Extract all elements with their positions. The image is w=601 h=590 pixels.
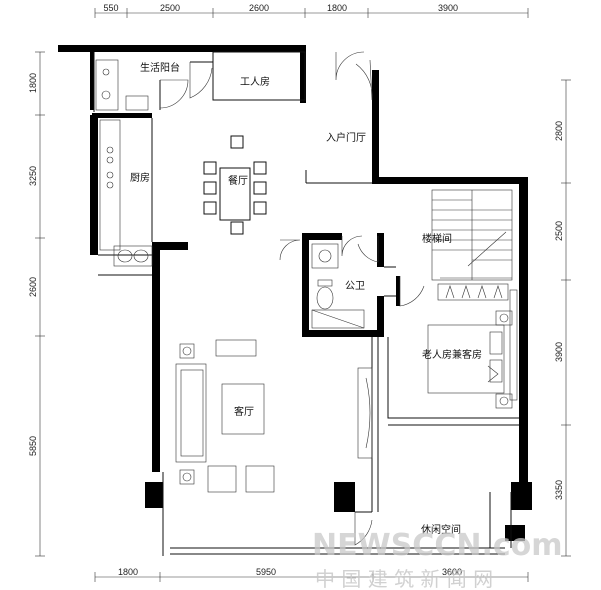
watermark-chinese: 中 国 建 筑 新 闻 网 <box>315 567 493 590</box>
dim-top-5: 3900 <box>438 3 458 13</box>
room-label-dining: 餐厅 <box>228 174 248 187</box>
dim-left-1: 1800 <box>28 73 38 93</box>
dim-right-4: 3350 <box>554 480 564 500</box>
dim-top-3: 2600 <box>249 3 269 13</box>
room-labels: 生活阳台 工人房 入户门厅 厨房 餐厅 楼梯间 公卫 老人房兼客房 客厅 休闲空… <box>130 61 482 536</box>
room-label-living-room: 客厅 <box>234 405 254 418</box>
living-room-furniture <box>175 339 373 493</box>
dim-right-1: 2800 <box>554 121 564 141</box>
dim-top-1: 550 <box>103 3 118 13</box>
dim-left-2: 3250 <box>28 166 38 186</box>
kitchen-fixtures <box>99 119 153 267</box>
dim-bottom-2: 5950 <box>256 567 276 577</box>
bottom-dimension-labels: 1800 5950 3600 <box>118 567 462 577</box>
doors <box>159 51 518 546</box>
room-label-stairwell: 楼梯间 <box>422 232 452 245</box>
room-label-worker-room: 工人房 <box>240 75 270 88</box>
dim-right-3: 3900 <box>554 342 564 362</box>
left-dimension-labels: 1800 3250 2600 5850 <box>28 73 38 456</box>
room-label-leisure-space: 休闲空间 <box>421 523 461 536</box>
room-label-public-bath: 公卫 <box>345 281 365 292</box>
room-label-service-balcony: 生活阳台 <box>140 61 180 74</box>
dim-bottom-1: 1800 <box>118 567 138 577</box>
right-dimension-labels: 2800 2500 3900 3350 <box>554 121 564 500</box>
dining-table-set <box>203 135 267 235</box>
watermark-latin: NEWSCCN.com <box>312 528 563 563</box>
stairs <box>431 189 513 281</box>
room-label-kitchen: 厨房 <box>130 171 150 184</box>
room-label-entry-hall: 入户门厅 <box>326 131 366 144</box>
watermark: NEWSCCN.com 中 国 建 筑 新 闻 网 <box>312 528 563 590</box>
guest-room-furniture <box>427 283 513 409</box>
dim-left-3: 2600 <box>28 277 38 297</box>
dim-left-4: 5850 <box>28 436 38 456</box>
dim-right-2: 2500 <box>554 221 564 241</box>
dim-bottom-3: 3600 <box>442 567 462 577</box>
dimension-lines <box>35 8 571 582</box>
balcony-fixtures <box>95 59 149 111</box>
dim-top-4: 1800 <box>327 3 347 13</box>
top-dimension-labels: 550 2500 2600 1800 3900 <box>103 3 458 13</box>
walls <box>58 45 532 541</box>
dim-top-2: 2500 <box>160 3 180 13</box>
room-label-elder-guest-room: 老人房兼客房 <box>422 348 482 361</box>
bathroom-fixtures <box>311 243 365 329</box>
